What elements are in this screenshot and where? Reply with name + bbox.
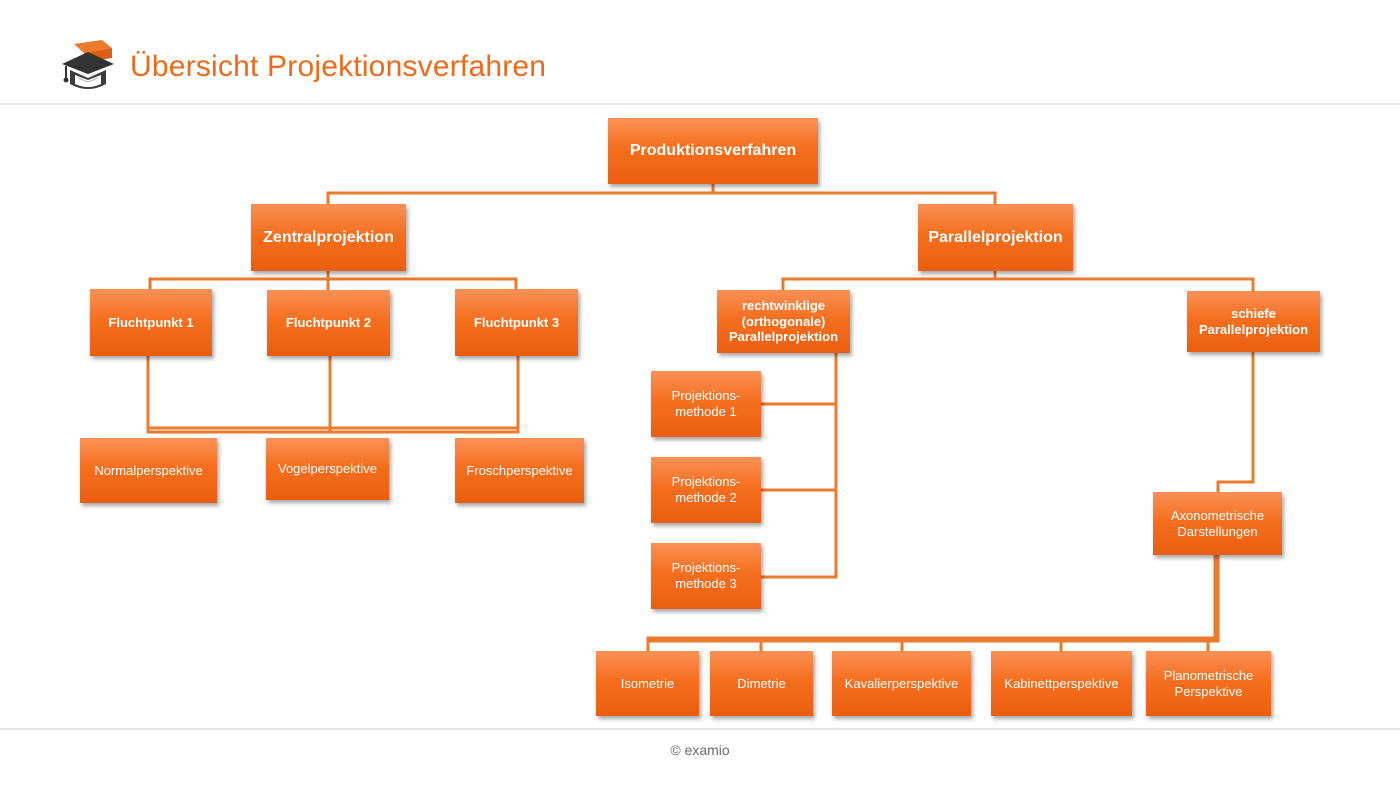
node-kavalierperspektive: Kavalierperspektive [832, 651, 971, 716]
footer-divider [0, 728, 1400, 730]
node-parallelprojektion: Parallelprojektion [918, 204, 1073, 271]
node-projektionsmethode-2: Projektions- methode 2 [651, 457, 761, 523]
node-normalperspektive: Normalperspektive [80, 438, 217, 503]
node-fluchtpunkt-2: Fluchtpunkt 2 [267, 290, 390, 356]
node-froschperspektive: Froschperspektive [455, 438, 584, 503]
header: Übersicht Projektionsverfahren [0, 0, 1400, 104]
footer-copyright: © examio [670, 742, 730, 758]
node-planometrische-perspektive: Planometrische Perspektive [1146, 651, 1271, 716]
node-schiefe-parallelprojektion: schiefe Parallelprojektion [1187, 291, 1320, 352]
node-kabinettperspektive: Kabinettperspektive [991, 651, 1132, 716]
node-vogelperspektive: Vogelperspektive [266, 438, 389, 500]
node-projektionsmethode-3: Projektions- methode 3 [651, 543, 761, 609]
node-dimetrie: Dimetrie [710, 651, 813, 716]
page-title: Übersicht Projektionsverfahren [130, 50, 547, 83]
node-produktionsverfahren: Produktionsverfahren [608, 118, 818, 184]
node-zentralprojektion: Zentralprojektion [251, 204, 406, 271]
header-divider [0, 103, 1400, 105]
node-projektionsmethode-1: Projektions- methode 1 [651, 371, 761, 437]
node-isometrie: Isometrie [596, 651, 699, 716]
node-fluchtpunkt-3: Fluchtpunkt 3 [455, 289, 578, 356]
node-axonometrische-darstellungen: Axonometrische Darstellungen [1153, 492, 1282, 555]
node-fluchtpunkt-1: Fluchtpunkt 1 [90, 289, 212, 356]
node-orthogonale-parallelprojektion: rechtwinklige (orthogonale) Parallelproj… [717, 290, 850, 353]
graduation-cap-logo-icon [58, 40, 118, 94]
